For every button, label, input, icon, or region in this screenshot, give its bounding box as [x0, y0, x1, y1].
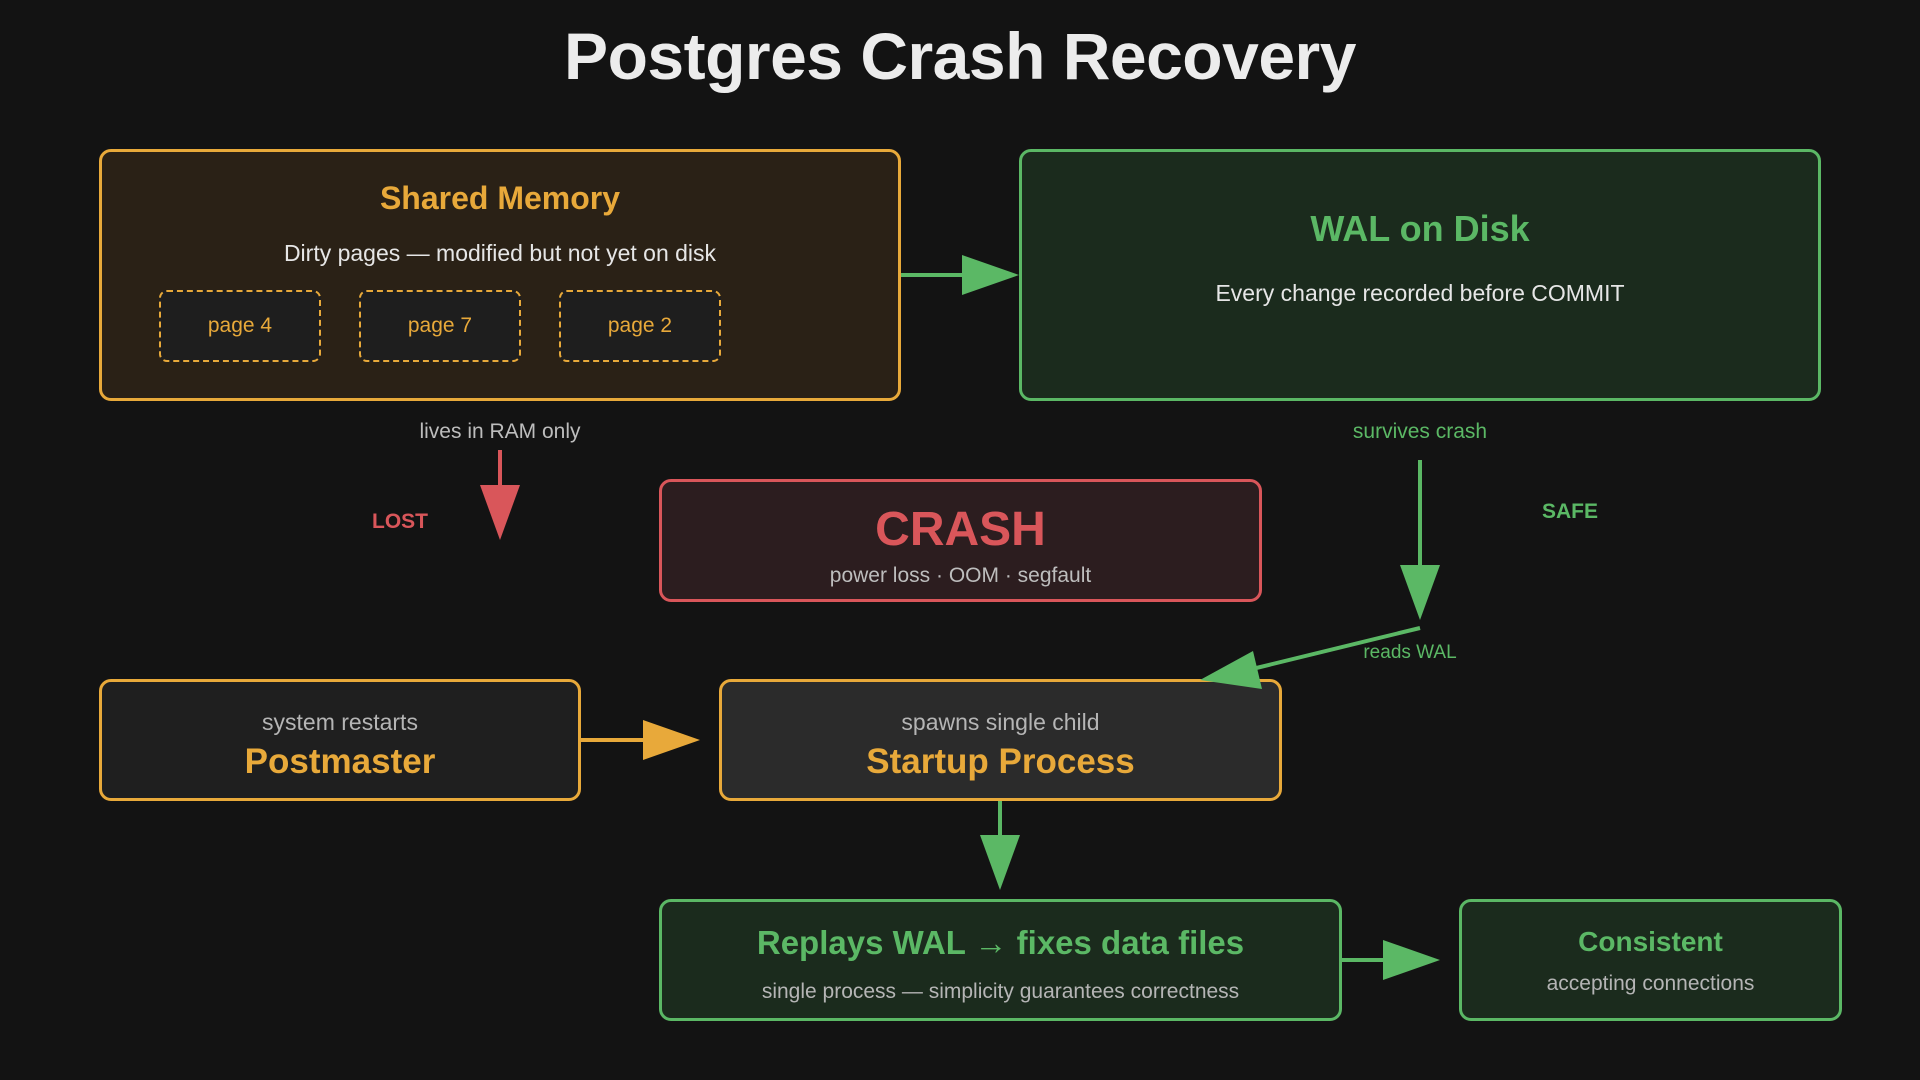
wal-on-disk-box: WAL on Disk Every change recorded before…: [1019, 149, 1821, 401]
replay-subtitle: single process — simplicity guarantees c…: [761, 980, 1240, 1003]
dirty-page: page 7: [359, 290, 521, 362]
arrow-replay-to-consistent: [1342, 940, 1440, 980]
startup-heading: Startup Process: [866, 742, 1135, 781]
crash-causes: power loss · OOM · segfault: [829, 564, 1092, 587]
survives-crash-label: survives crash: [1352, 420, 1488, 443]
dirty-page: page 4: [159, 290, 321, 362]
wal-heading: WAL on Disk: [1310, 208, 1530, 249]
shared-memory-box: Shared Memory Dirty pages — modified but…: [99, 149, 901, 401]
shared-memory-heading: Shared Memory: [379, 180, 621, 216]
crash-box: CRASH power loss · OOM · segfault: [659, 479, 1262, 602]
consistent-heading: Consistent: [1578, 926, 1723, 957]
shared-memory-subtitle: Dirty pages — modified but not yet on di…: [283, 240, 717, 266]
replay-box: Replays WAL → fixes data files single pr…: [659, 899, 1342, 1021]
postmaster-caption: system restarts: [262, 709, 418, 735]
reads-wal-label: reads WAL: [1363, 642, 1457, 663]
postmaster-box: system restarts Postmaster: [99, 679, 581, 801]
arrow-memory-to-wal: [901, 255, 1019, 295]
ram-only-label: lives in RAM only: [419, 420, 581, 443]
arrow-startup-to-replay: [980, 801, 1020, 890]
arrow-memory-lost: [480, 450, 520, 540]
crash-heading: CRASH: [875, 503, 1046, 556]
lost-label: LOST: [372, 510, 428, 533]
arrow-wal-down: [1400, 460, 1440, 620]
wal-subtitle: Every change recorded before COMMIT: [1215, 280, 1625, 306]
consistent-box: Consistent accepting connections: [1459, 899, 1842, 1021]
dirty-page: page 2: [559, 290, 721, 362]
diagram-title: Postgres Crash Recovery: [564, 19, 1356, 93]
safe-label: SAFE: [1541, 500, 1598, 523]
arrow-postmaster-to-startup: [581, 720, 700, 760]
startup-caption: spawns single child: [901, 709, 1100, 735]
consistent-subtitle: accepting connections: [1546, 972, 1755, 995]
startup-process-box: spawns single child Startup Process: [719, 679, 1282, 801]
arrow-reads-wal: [1200, 626, 1421, 689]
postmaster-heading: Postmaster: [244, 742, 436, 781]
replay-heading: Replays WAL → fixes data files: [756, 924, 1245, 961]
